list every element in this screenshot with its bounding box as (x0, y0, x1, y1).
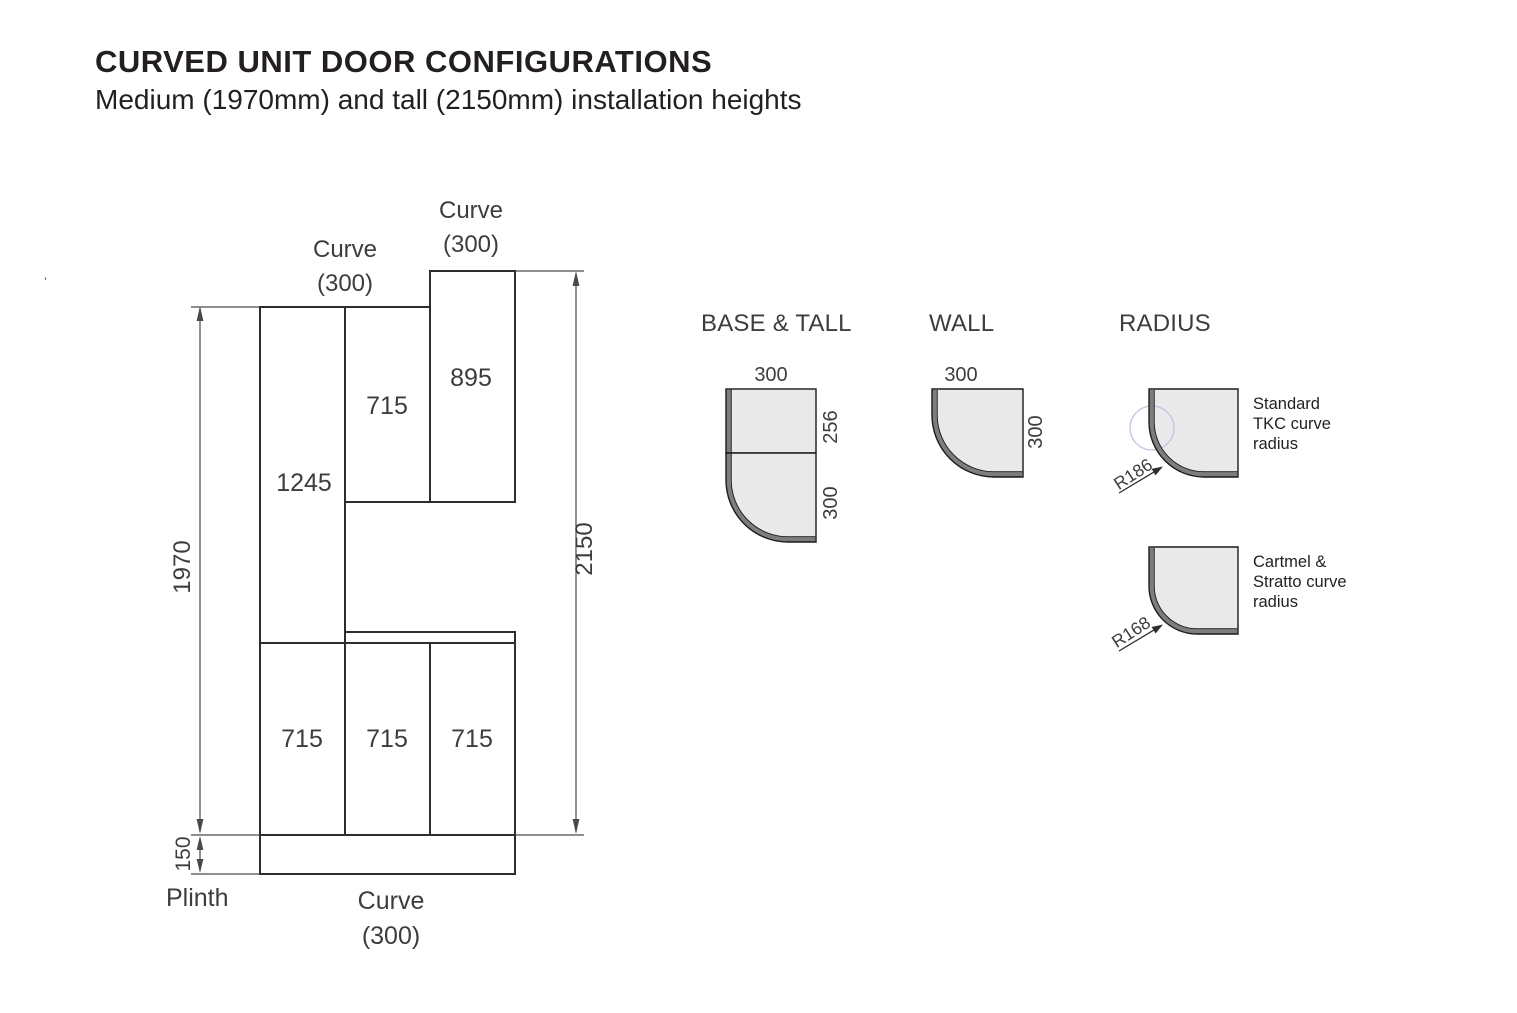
door-label-715-base-right: 715 (451, 725, 493, 753)
arrow-leader-icon (1151, 624, 1163, 634)
wall-plan (931, 388, 1024, 478)
base-tall-lower-fill (726, 453, 816, 542)
r168-band-edge (1153, 548, 1238, 630)
arrow-leader-icon (1151, 466, 1163, 476)
wall-width-label: 300 (944, 364, 978, 386)
base-tall-lower-outline (725, 452, 817, 543)
page-title: CURVED UNIT DOOR CONFIGURATIONS (95, 44, 713, 79)
wall-band (932, 390, 1023, 477)
r186-band-edge (1153, 390, 1238, 473)
elevation-drawing (259, 270, 516, 875)
radius-desc-cartmel-stratto: Cartmel & Stratto curve radius (1253, 553, 1347, 611)
wall-fill (932, 389, 1023, 477)
r186-band (1149, 390, 1238, 477)
curve-label-bottom: Curve (300) (357, 887, 425, 950)
door-label-715-base-mid: 715 (366, 725, 408, 753)
door-label-715-wall: 715 (366, 392, 408, 420)
door-label-1245: 1245 (276, 469, 332, 497)
r168-fill (1149, 547, 1238, 634)
plinth-rect (259, 834, 516, 875)
section-title-base-tall: BASE & TALL (701, 310, 852, 337)
radius-plan-r168 (1118, 546, 1239, 652)
wall-band-edge (936, 390, 1023, 473)
section-title-wall: WALL (929, 310, 995, 337)
dim-label-150: 150 (171, 836, 195, 872)
arrow-down-icon (572, 819, 580, 834)
r186-outline (1148, 388, 1239, 478)
stray-mark: ’ (44, 275, 47, 289)
arrow-up-icon (196, 306, 204, 321)
base-tall-upper-fill (726, 389, 816, 453)
page-subtitle: Medium (1970mm) and tall (2150mm) instal… (95, 84, 802, 115)
base-tall-plan (725, 388, 817, 543)
r186-leader-line (1118, 471, 1154, 494)
wall-depth-label: 300 (1024, 415, 1047, 449)
worktop-strip (344, 631, 516, 644)
arrow-down-icon (196, 819, 204, 834)
curve-label-right: Curve (300) (438, 197, 504, 258)
r168-outline (1148, 546, 1239, 635)
curve-label-mid: Curve (300) (312, 236, 378, 297)
curve-door-895 (429, 270, 516, 503)
plinth-label: Plinth (166, 884, 229, 912)
arrow-down-icon (196, 859, 204, 873)
arrow-up-icon (196, 836, 204, 850)
base-tall-lower-band (726, 453, 816, 542)
r186-fill (1149, 389, 1238, 477)
radius-plan-r186 (1118, 388, 1239, 494)
arrow-up-icon (572, 271, 580, 286)
door-label-895: 895 (450, 364, 492, 392)
door-label-715-base-left: 715 (281, 725, 323, 753)
dim-label-2150: 2150 (571, 522, 599, 576)
dimension-lines (191, 270, 584, 875)
base-tall-upper-depth-label: 256 (819, 410, 842, 444)
base-tall-lower-depth-label: 300 (819, 486, 842, 520)
radius-desc-standard-tkc: Standard TKC curve radius (1253, 395, 1331, 453)
base-tall-width-label: 300 (754, 364, 788, 386)
r168-leader-line (1118, 629, 1154, 652)
dim-label-1970: 1970 (169, 540, 197, 594)
wall-outline (931, 388, 1024, 478)
base-tall-lower-band-edge (730, 453, 816, 538)
section-title-radius: RADIUS (1119, 310, 1211, 337)
r168-band (1149, 548, 1238, 634)
